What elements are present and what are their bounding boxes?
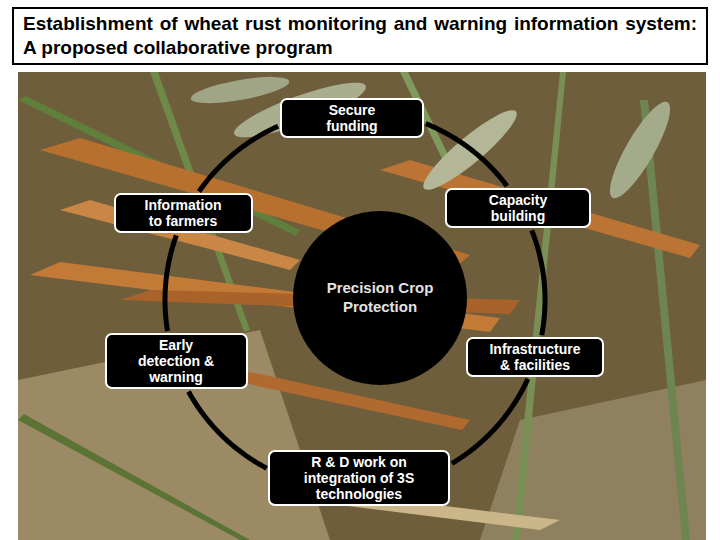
ring-arc [189, 392, 267, 469]
circle-fill [293, 211, 467, 385]
node-label: R & D work on integration of 3S technolo… [291, 454, 427, 502]
ring-arc [452, 379, 528, 464]
node-label: Early detection & warning [133, 337, 220, 385]
green-blade [512, 72, 566, 540]
process-box: Infrastructure & facilities [466, 337, 604, 377]
rust-leaf [230, 372, 470, 430]
ring-arc [165, 235, 176, 331]
node-label: Capacity building [473, 192, 563, 224]
green-blade [640, 100, 690, 540]
process-box: Early detection & warning [105, 333, 248, 389]
center-circle: Precision Crop Protection [292, 210, 468, 386]
ring-arc [532, 230, 545, 335]
node-label: Secure funding [318, 102, 386, 134]
node-label: Infrastructure & facilities [487, 341, 583, 373]
wheat-head [189, 72, 291, 109]
green-blade [18, 414, 250, 540]
title-box: Establishment of wheat rust monitoring a… [12, 7, 708, 65]
wheat-head [600, 95, 679, 204]
process-box: Secure funding [280, 98, 424, 138]
process-box: Information to farmers [114, 193, 253, 233]
process-box: Capacity building [445, 188, 591, 228]
photo-group [18, 72, 706, 540]
photo-ground [18, 72, 706, 540]
process-box: R & D work on integration of 3S technolo… [268, 450, 450, 506]
ring-arc [199, 126, 278, 191]
straw-patch [18, 330, 330, 540]
node-label: Information to farmers [140, 197, 227, 229]
wheat-head [416, 101, 525, 198]
ring-arc [426, 124, 507, 186]
node-label: Precision Crop Protection [314, 279, 446, 317]
